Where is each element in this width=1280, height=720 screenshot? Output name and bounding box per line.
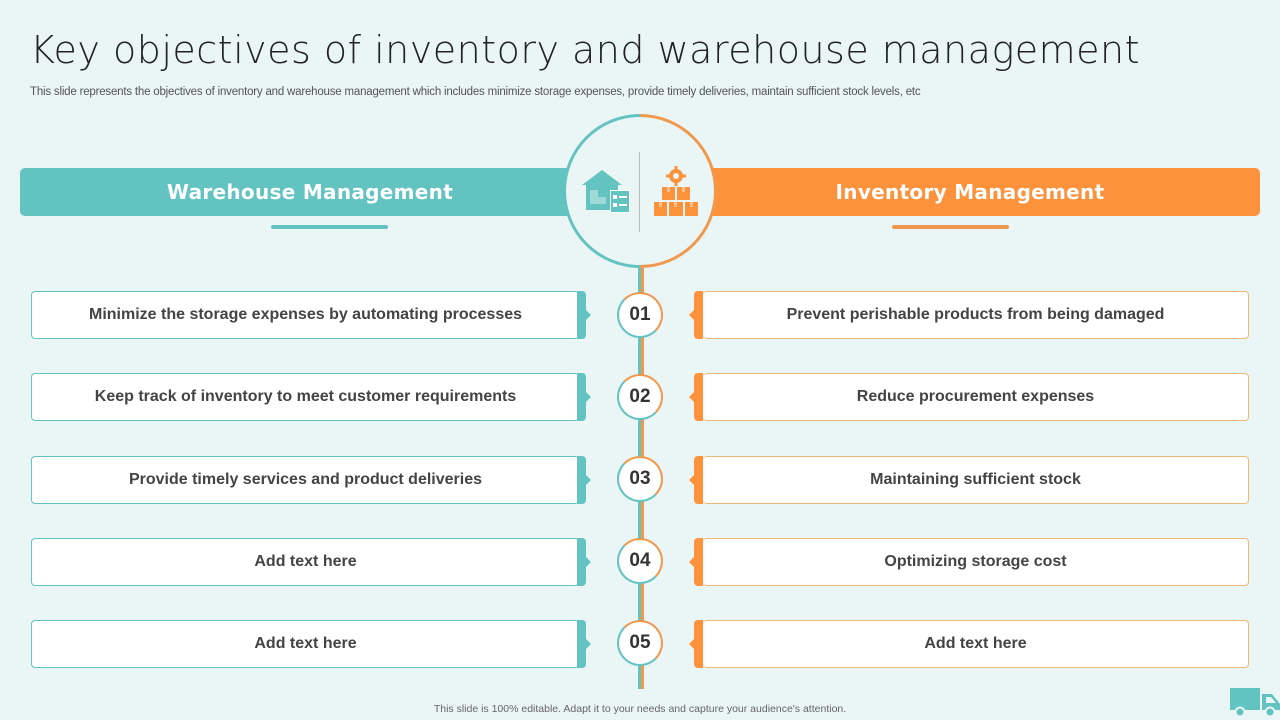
- step-number-label: 01: [629, 304, 651, 325]
- hub-divider: [639, 152, 640, 232]
- inventory-objective-1: Prevent perishable products from being d…: [703, 291, 1249, 339]
- warehouse-underline: [271, 225, 388, 229]
- step-number-5: 05: [617, 620, 663, 666]
- inventory-underline: [892, 225, 1009, 229]
- inventory-objective-5: Add text here: [703, 620, 1249, 668]
- inventory-management-banner: Inventory Management: [660, 168, 1260, 216]
- orange-pointer-tab: [689, 538, 703, 586]
- inventory-objective-3: Maintaining sufficient stock: [703, 456, 1249, 504]
- warehouse-objective-5: Add text here: [31, 620, 579, 668]
- step-number-3: 03: [617, 456, 663, 502]
- teal-pointer-tab: [577, 373, 591, 421]
- step-number-4: 04: [617, 538, 663, 584]
- delivery-truck-icon: [1230, 688, 1280, 718]
- teal-pointer-tab: [577, 538, 591, 586]
- boxes-gear-icon: [654, 166, 698, 216]
- center-hub-circle: [531, 82, 749, 300]
- inventory-heading: Inventory Management: [835, 180, 1105, 204]
- inventory-objective-4: Optimizing storage cost: [703, 538, 1249, 586]
- orange-pointer-tab: [689, 456, 703, 504]
- warehouse-objective-1: Minimize the storage expenses by automat…: [31, 291, 579, 339]
- warehouse-objective-3: Provide timely services and product deli…: [31, 456, 579, 504]
- warehouse-checklist-icon: [582, 170, 630, 213]
- footer-note: This slide is 100% editable. Adapt it to…: [433, 703, 847, 715]
- teal-pointer-tab: [577, 620, 591, 668]
- warehouse-objective-4: Add text here: [31, 538, 579, 586]
- warehouse-management-banner: Warehouse Management: [20, 168, 620, 216]
- step-number-label: 05: [629, 632, 651, 653]
- warehouse-heading: Warehouse Management: [166, 180, 454, 204]
- step-number-label: 03: [629, 468, 651, 489]
- orange-pointer-tab: [689, 620, 703, 668]
- page-title: Key objectives of inventory and warehous…: [30, 28, 1141, 72]
- teal-pointer-tab: [577, 291, 591, 339]
- page-subtitle: This slide represents the objectives of …: [30, 86, 921, 98]
- teal-pointer-tab: [577, 456, 591, 504]
- step-number-1: 01: [617, 292, 663, 338]
- step-number-label: 04: [629, 550, 651, 571]
- step-number-2: 02: [617, 374, 663, 420]
- warehouse-objective-2: Keep track of inventory to meet customer…: [31, 373, 579, 421]
- step-number-label: 02: [629, 386, 651, 407]
- orange-pointer-tab: [689, 373, 703, 421]
- inventory-objective-2: Reduce procurement expenses: [703, 373, 1249, 421]
- orange-pointer-tab: [689, 291, 703, 339]
